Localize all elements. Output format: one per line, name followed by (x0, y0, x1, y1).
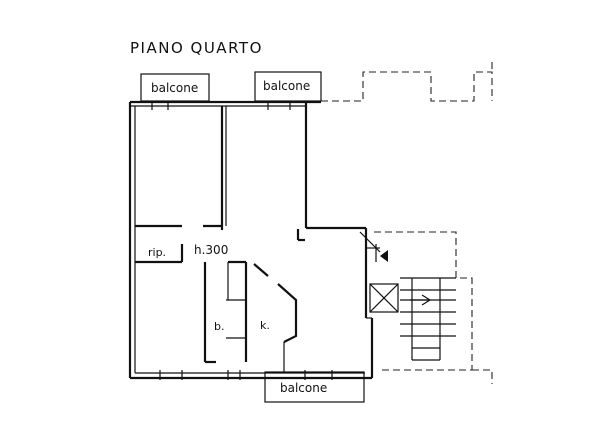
balcony-bottom: balcone (264, 371, 365, 403)
stairwell (369, 231, 473, 371)
plan-title: PIANO QUARTO (130, 39, 263, 57)
room-label-ripostiglio: rip. (148, 246, 166, 259)
balcony-bottom-label: balcone (280, 381, 327, 395)
balcony-top-right: balcone (254, 71, 322, 102)
room-label-cucina: k. (260, 319, 270, 332)
balcony-top-left-label: balcone (151, 81, 198, 95)
outer-walls (128, 100, 374, 380)
interior-walls (135, 106, 381, 372)
balcony-top-right-label: balcone (263, 79, 310, 93)
room-label-bagno: b. (214, 320, 224, 333)
balcony-top-left: balcone (140, 73, 210, 102)
room-label-height: h.300 (194, 243, 228, 257)
adjacent-dashed-outline-bottom (472, 369, 493, 384)
entrance-arrow-icon (380, 250, 388, 262)
adjacent-dashed-outline (321, 62, 493, 102)
